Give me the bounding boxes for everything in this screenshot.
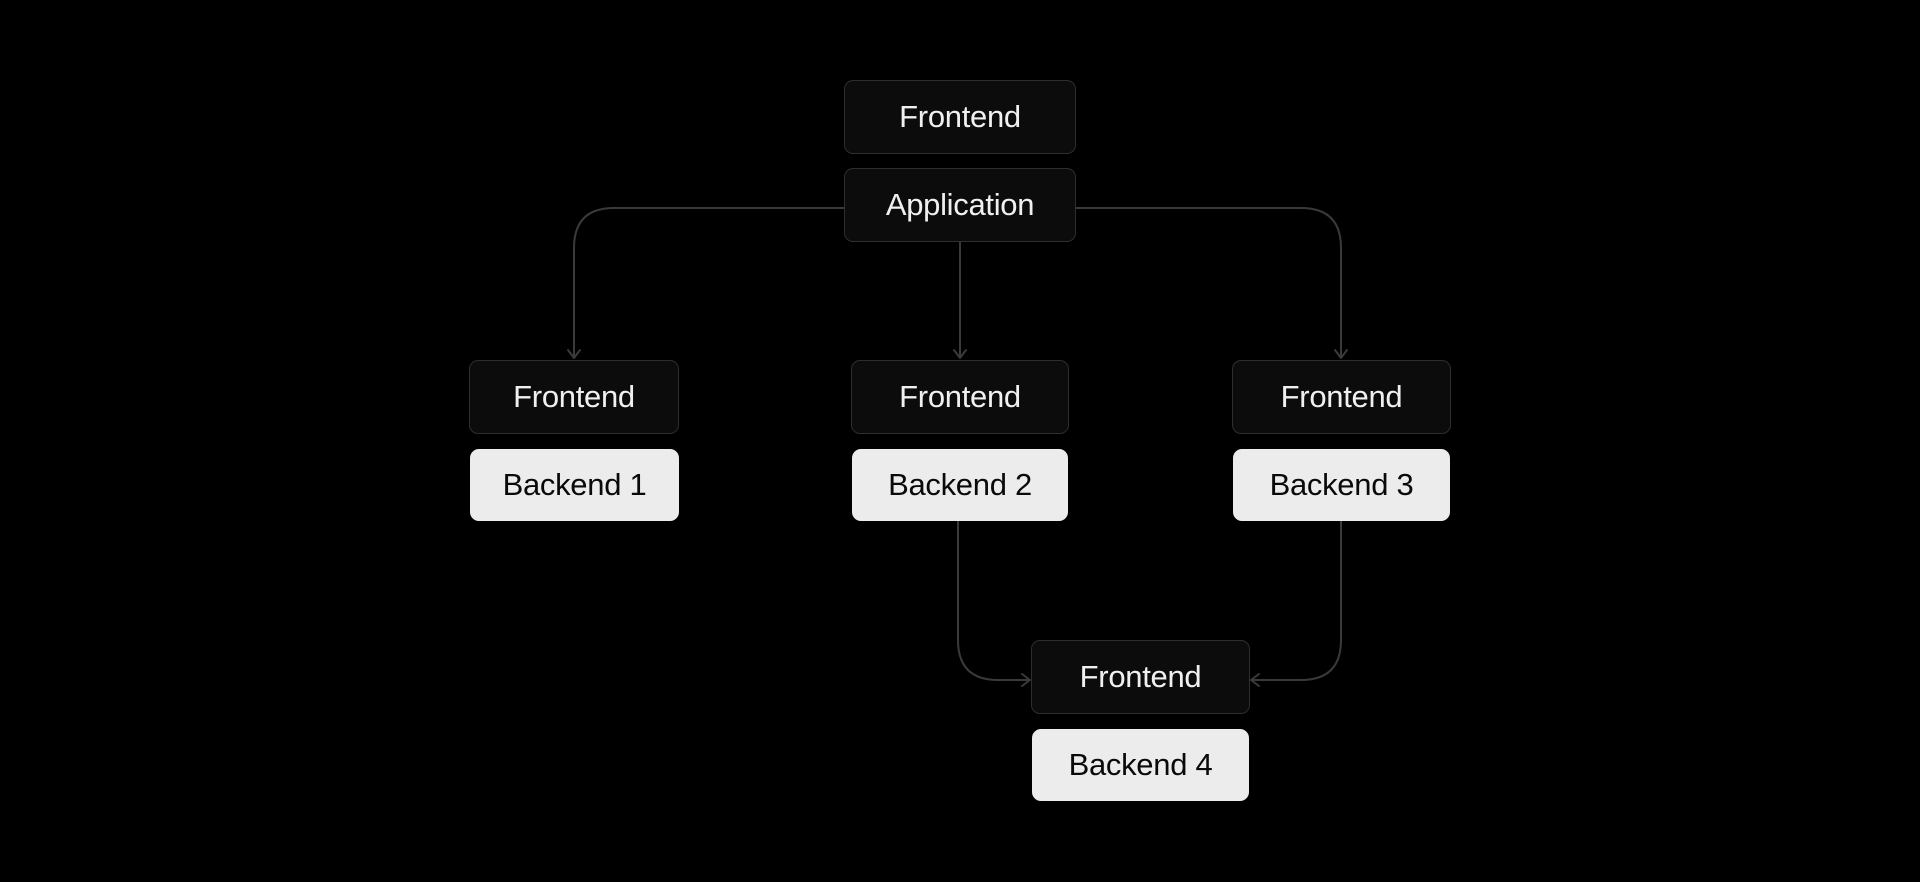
arrowhead-frontend-4-left bbox=[1021, 673, 1031, 687]
application-node: Application bbox=[844, 168, 1076, 242]
backend-3-node: Backend 3 bbox=[1233, 449, 1450, 521]
edge-backend-3-to-frontend-4 bbox=[1251, 520, 1342, 681]
frontend-1-node: Frontend bbox=[469, 360, 679, 434]
frontend-2-node: Frontend bbox=[851, 360, 1069, 434]
edge-application-to-frontend-1 bbox=[573, 207, 844, 358]
top-frontend-node: Frontend bbox=[844, 80, 1076, 154]
backend-1-node: Backend 1 bbox=[470, 449, 679, 521]
frontend-4-node: Frontend bbox=[1031, 640, 1250, 714]
arrowhead-frontend-1 bbox=[567, 349, 581, 359]
backend-4-node: Backend 4 bbox=[1032, 729, 1249, 801]
frontend-3-node: Frontend bbox=[1232, 360, 1451, 434]
arrowhead-frontend-3 bbox=[1334, 349, 1348, 359]
arrowhead-frontend-2 bbox=[953, 349, 967, 359]
arrowhead-frontend-4-right bbox=[1250, 673, 1260, 687]
backend-2-node: Backend 2 bbox=[852, 449, 1068, 521]
edge-backend-2-to-frontend-4 bbox=[957, 520, 1030, 681]
edge-application-to-frontend-3 bbox=[1076, 207, 1342, 358]
